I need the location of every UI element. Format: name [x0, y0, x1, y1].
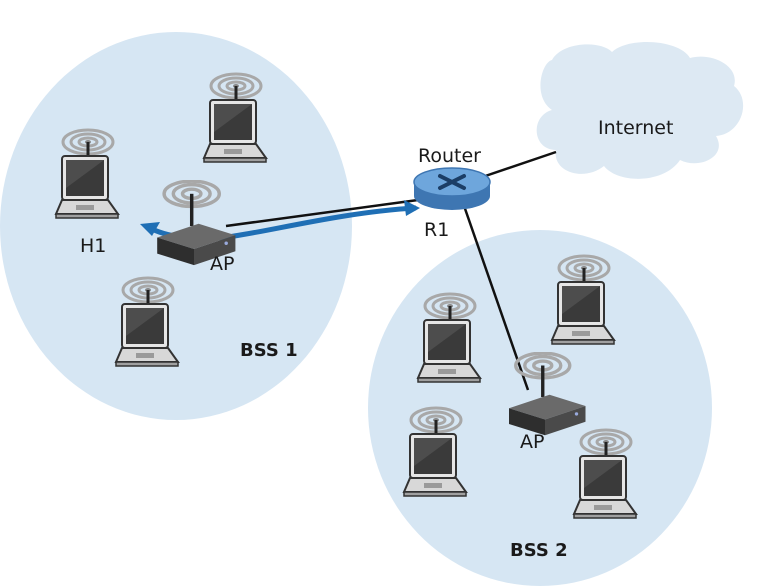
router-id-label: R1 — [424, 219, 449, 241]
bss2-label: BSS 2 — [510, 540, 568, 561]
internet-cloud-icon — [536, 41, 744, 179]
internet-label: Internet — [598, 117, 673, 139]
router-label: Router — [418, 145, 481, 167]
router-ap2-link — [460, 199, 530, 391]
bss1-label: BSS 1 — [240, 340, 298, 361]
ap1-label: AP — [210, 253, 234, 275]
host-label: H1 — [80, 235, 106, 257]
ap1-router-link — [225, 198, 419, 228]
ap2-label: AP — [520, 431, 544, 453]
router-icon — [413, 167, 491, 210]
